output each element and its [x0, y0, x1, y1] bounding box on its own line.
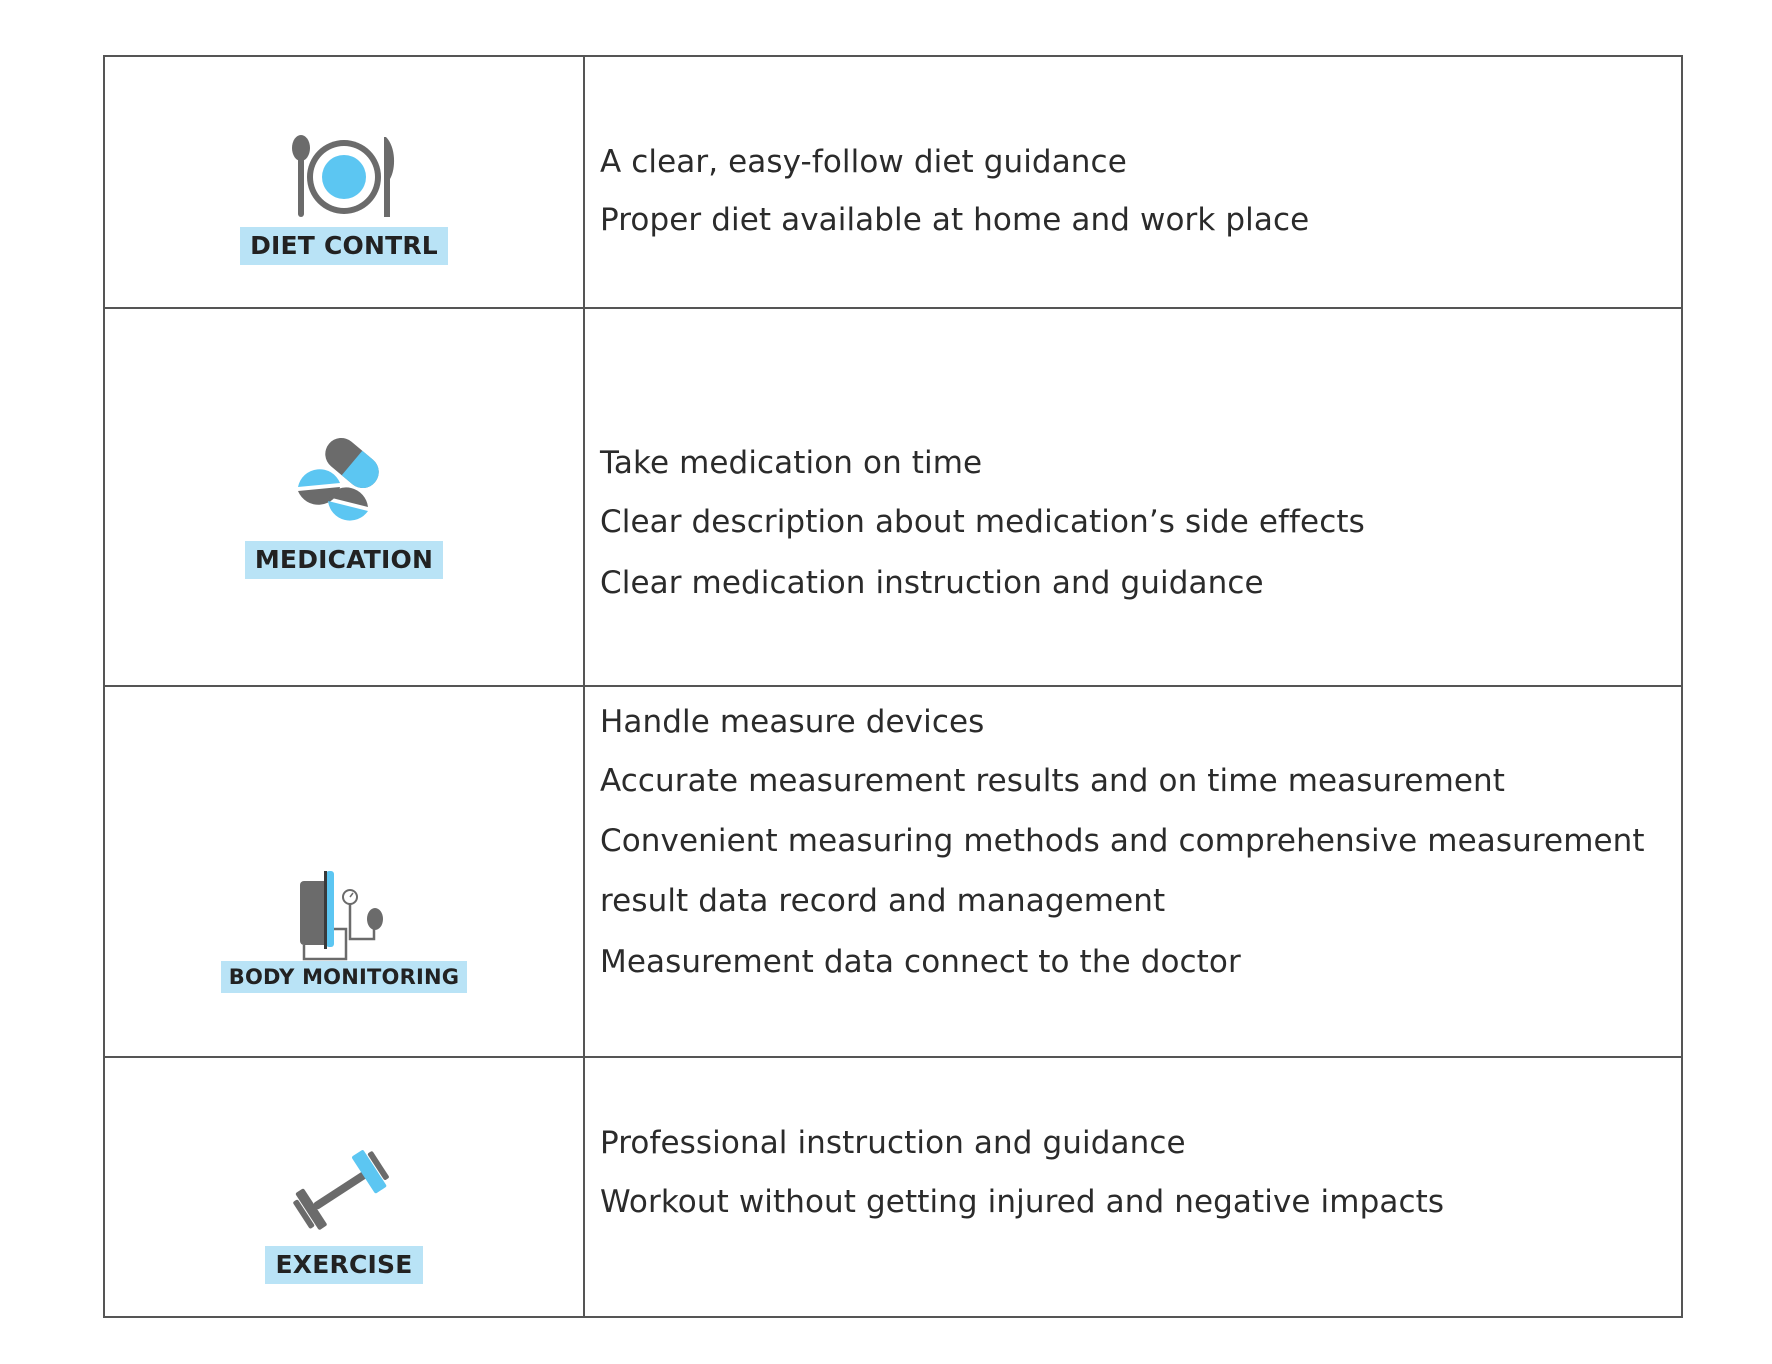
table-row-exercise: EXERCISE Professional instruction and gu… [105, 1056, 1681, 1318]
description-line: Workout without getting injured and nega… [600, 1184, 1445, 1220]
category-cell-body-monitoring: BODY MONITORING [105, 687, 585, 1056]
description-line: Take medication on time [600, 445, 983, 481]
description-line: Proper diet available at home and work p… [600, 202, 1310, 238]
description-line: result data record and management [600, 883, 1166, 919]
category-cell-diet: DIET CONTRL [105, 57, 585, 307]
description-line: Clear description about medication’s sid… [600, 504, 1365, 540]
table-row-diet: DIET CONTRL A clear, easy-follow diet gu… [105, 57, 1681, 307]
table-row-medication: MEDICATION Take medication on time Clear… [105, 307, 1681, 685]
description-cell-diet: A clear, easy-follow diet guidance Prope… [585, 57, 1681, 307]
diet-plate-icon [292, 135, 395, 217]
category-label-exercise: EXERCISE [265, 1246, 423, 1284]
category-cell-exercise: EXERCISE [105, 1058, 585, 1318]
description-cell-medication: Take medication on time Clear descriptio… [585, 309, 1681, 685]
description-line: Accurate measurement results and on time… [600, 763, 1506, 799]
description-cell-exercise: Professional instruction and guidance Wo… [585, 1058, 1681, 1318]
description-cell-body-monitoring: Handle measure devices Accurate measurem… [585, 687, 1681, 1056]
description-line: Convenient measuring methods and compreh… [600, 823, 1645, 859]
category-label-medication: MEDICATION [244, 541, 444, 579]
description-line: Professional instruction and guidance [600, 1125, 1186, 1161]
description-line: A clear, easy-follow diet guidance [600, 144, 1127, 180]
category-label-body-monitoring: BODY MONITORING [220, 961, 468, 993]
blood-pressure-monitor-icon [300, 871, 383, 961]
category-label-diet: DIET CONTRL [240, 227, 448, 265]
category-cell-medication: MEDICATION [105, 309, 585, 685]
description-line: Clear medication instruction and guidanc… [600, 565, 1264, 601]
dumbbell-icon [293, 1150, 389, 1230]
care-needs-table: DIET CONTRL A clear, easy-follow diet gu… [103, 55, 1683, 1318]
table-row-body-monitoring: BODY MONITORING Handle measure devices A… [105, 685, 1681, 1056]
description-line: Measurement data connect to the doctor [600, 944, 1241, 980]
description-line: Handle measure devices [600, 704, 985, 740]
medication-pills-icon [298, 438, 379, 521]
